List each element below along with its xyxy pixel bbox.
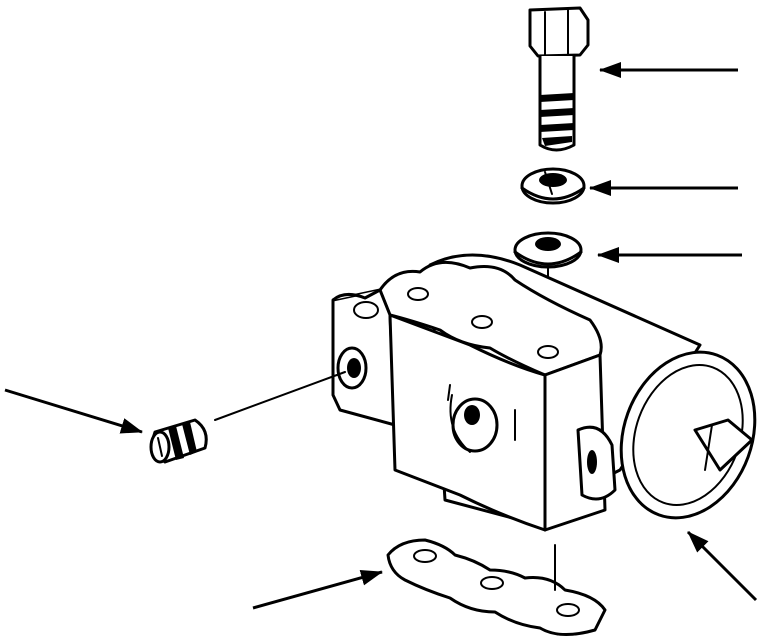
- brake-wheel-cylinder-icon: [331, 253, 757, 532]
- mounting-gasket-icon: [386, 538, 607, 636]
- callout-arrow-gasket: [252, 569, 383, 610]
- callout-arrow-wheel-cylinder: [686, 530, 758, 602]
- threaded-plug-icon: [149, 418, 208, 464]
- flat-washer-icon: [513, 231, 583, 269]
- bolt-icon: [528, 6, 590, 152]
- callout-arrow-bleeder-screw: [4, 388, 143, 434]
- split-lock-washer-icon: [520, 167, 586, 205]
- plug-centerline: [214, 371, 346, 421]
